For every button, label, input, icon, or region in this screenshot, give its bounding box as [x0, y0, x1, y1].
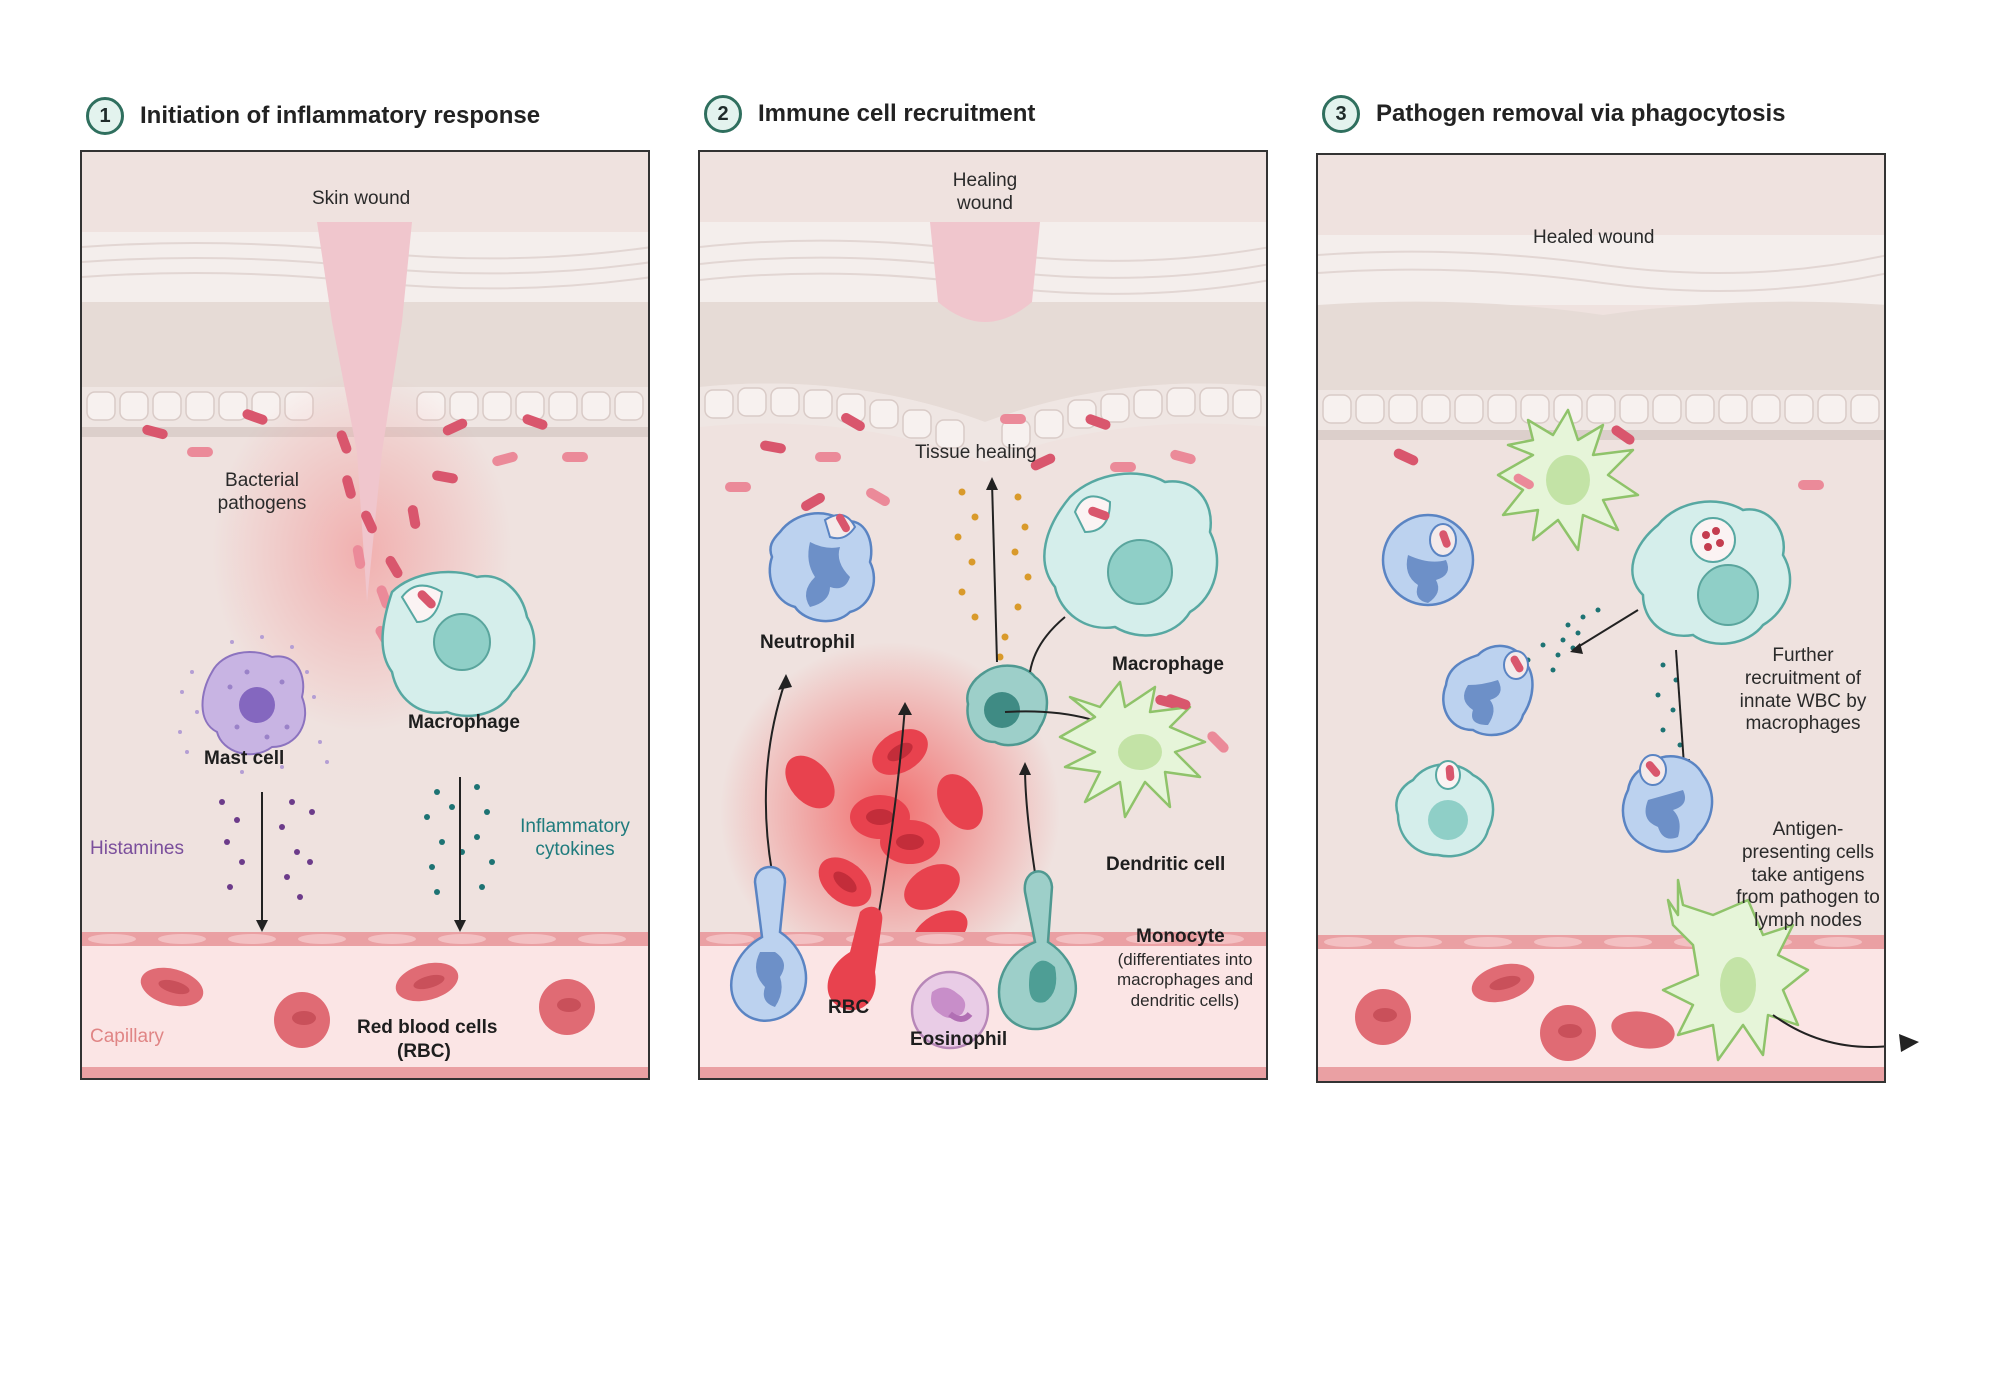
- neutrophil-extravasating: [730, 865, 808, 1022]
- step-number-2: 2: [704, 95, 742, 133]
- panel3-title: Pathogen removal via phagocytosis: [1376, 100, 1786, 127]
- step-number-3: 3: [1322, 95, 1360, 133]
- panel1-header: 1 Initiation of inflammatory response: [86, 97, 540, 135]
- label-rbc: RBC: [828, 997, 870, 1018]
- label-rbc-line1: Red blood cells: [357, 1017, 498, 1038]
- label-dendritic-cell: Dendritic cell: [1106, 854, 1226, 875]
- panel2-header: 2 Immune cell recruitment: [704, 95, 1035, 133]
- panel1-illustration: [82, 222, 648, 1078]
- label-macrophage: Macrophage: [408, 712, 520, 733]
- monocyte-center-cell: [966, 664, 1049, 747]
- panel2-title: Immune cell recruitment: [758, 100, 1036, 127]
- histamine-dots: [219, 799, 315, 900]
- label-tissue-healing: Tissue healing: [915, 442, 1037, 463]
- label-histamines: Histamines: [90, 838, 184, 859]
- label-capillary: Capillary: [90, 1026, 164, 1047]
- dendritic-cell-top: [1496, 408, 1640, 552]
- label-healing-wound: Healing wound: [952, 170, 1018, 214]
- dendritic-cell: [1058, 680, 1207, 819]
- label-mast-cell: Mast cell: [204, 748, 285, 769]
- label-neutrophil: Neutrophil: [760, 632, 855, 653]
- step-number-1: 1: [86, 97, 124, 135]
- macrophage-small: [1395, 760, 1495, 858]
- panel-inflammatory-response: Skin wound Bacterial pathogens Macrophag…: [80, 150, 650, 1080]
- macrophage-cell: [381, 570, 536, 718]
- rbc-extravasating: [827, 906, 883, 1011]
- neutrophil-cell: [768, 512, 876, 623]
- label-further-recruitment: Further recruitment of innate WBC by mac…: [1739, 645, 1867, 735]
- mast-cell: [178, 635, 329, 774]
- label-healed-wound: Healed wound: [1533, 227, 1655, 248]
- panel-phagocytosis: Healed wound Further recruitment of inna…: [1316, 153, 1886, 1083]
- panel3-header: 3 Pathogen removal via phagocytosis: [1322, 95, 1785, 133]
- dendritic-cell-migrating: [1661, 878, 1810, 1062]
- healing-wound: [930, 222, 1040, 322]
- neutrophil-left: [1381, 513, 1475, 607]
- label-eosinophil: Eosinophil: [910, 1029, 1008, 1050]
- panel3-illustration: [1318, 235, 1884, 1081]
- label-rbc-line2: (RBC): [397, 1041, 451, 1062]
- red-blood-cells: [140, 962, 595, 1048]
- macrophage-cell: [1631, 500, 1792, 645]
- label-monocyte: Monocyte: [1136, 926, 1225, 947]
- label-skin-wound: Skin wound: [312, 188, 411, 209]
- label-inflammatory-cytokines: Inflammatory cytokines: [520, 816, 630, 860]
- monocyte-extravasating: [997, 870, 1078, 1031]
- label-monocyte-note: (differentiates into macrophages and den…: [1116, 950, 1254, 1010]
- panel2-illustration: [700, 222, 1266, 1078]
- macrophage-cell: [1043, 472, 1219, 637]
- label-macrophage: Macrophage: [1112, 654, 1224, 675]
- panel-immune-recruitment: Healing wound Tissue healing Neutrophil …: [698, 150, 1268, 1080]
- neutrophil-lower-right: [1621, 754, 1714, 853]
- wound-cut: [317, 222, 412, 602]
- growth-factor-dots: [954, 488, 1032, 661]
- lymph-node-arrowhead: [1899, 1034, 1919, 1052]
- panel1-title: Initiation of inflammatory response: [140, 102, 541, 129]
- neutrophil-middle: [1442, 644, 1534, 737]
- eosinophil-cell: [910, 970, 990, 1050]
- rbc-cluster: [785, 729, 983, 954]
- label-antigen-presenting: Antigen-presenting cells take antigens f…: [1736, 819, 1880, 932]
- label-bacterial-pathogens: Bacterial pathogens: [217, 470, 307, 514]
